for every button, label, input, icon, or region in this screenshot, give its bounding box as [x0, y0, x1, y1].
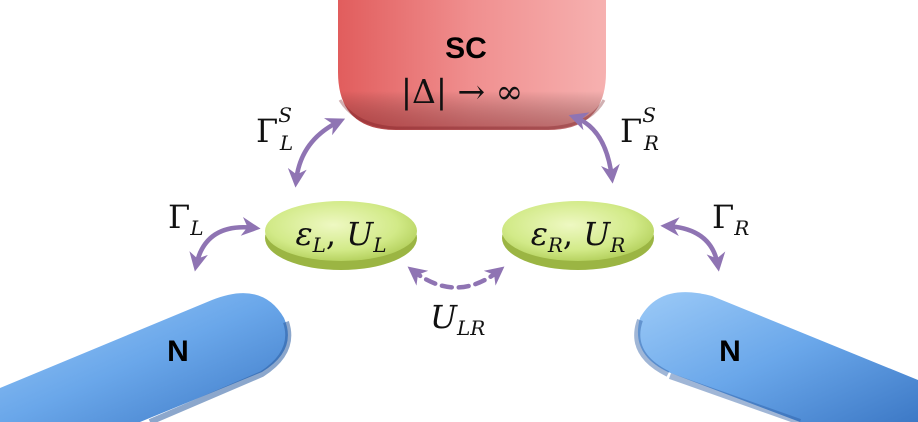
gamma-rs-arrow — [568, 112, 620, 184]
superconductor-block: SC |Δ| → ∞ — [338, 0, 606, 130]
gamma-r-label: ΓR — [712, 198, 749, 240]
left-quantum-dot: εL, UL — [265, 201, 417, 270]
gamma-ls-arrow — [287, 118, 346, 188]
right-normal-lead: N — [634, 292, 918, 422]
gamma-l-label: ΓL — [168, 198, 203, 240]
gamma-l-arrow — [189, 217, 261, 272]
left-dot-label: εL, UL — [295, 215, 386, 257]
coupling-arrows — [189, 112, 726, 290]
right-quantum-dot: εR, UR — [502, 201, 654, 270]
right-normal-lead-label: N — [719, 335, 741, 368]
gamma-r-arrow — [660, 217, 726, 272]
superconductor-gap-formula: |Δ| → ∞ — [401, 72, 523, 111]
left-normal-lead-label: N — [167, 335, 189, 368]
u-lr-label: ULR — [430, 298, 485, 340]
u-lr-arrow — [407, 266, 505, 290]
superconductor-label: SC — [445, 32, 487, 65]
left-normal-lead: N — [0, 293, 292, 422]
right-dot-label: εR, UR — [531, 215, 626, 257]
